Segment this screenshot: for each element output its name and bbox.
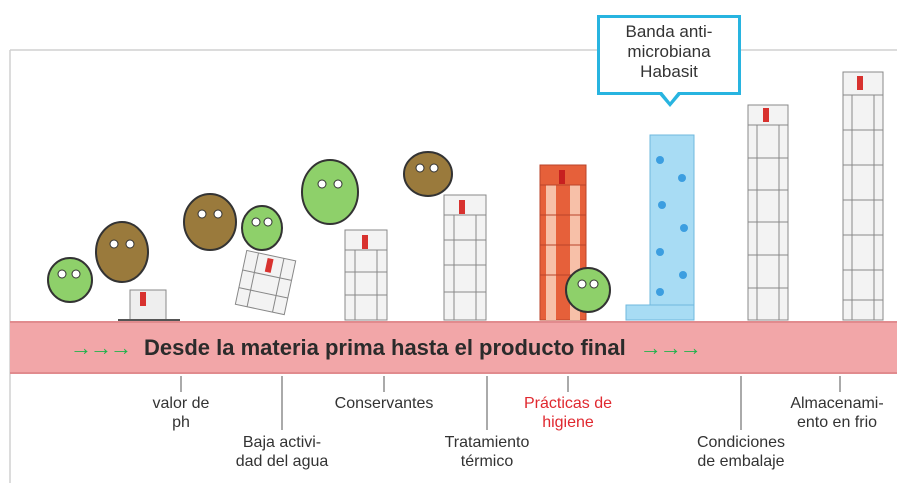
hurdle-cold-storage: [842, 71, 884, 321]
hurdle-antimicrobial-belt: [625, 134, 695, 321]
microbe-5: [301, 159, 359, 225]
process-band: [10, 321, 897, 374]
callout-pointer-inner: [662, 92, 678, 102]
label-thermal-line-1: Tratamiento: [444, 434, 530, 451]
label-water-line-2: dad del agua: [235, 453, 329, 470]
microbe-2: [95, 221, 149, 283]
label-water-line-1: Baja activi-: [242, 434, 322, 451]
hurdle-ph: [118, 289, 180, 321]
callout-line-3: Habasit: [640, 62, 698, 81]
label-ph-line-1: valor de: [152, 395, 210, 412]
hurdle-packaging: [747, 104, 789, 321]
label-hygiene-line-2: higiene: [542, 414, 594, 431]
label-packaging-line-1: Condiciones: [696, 434, 786, 451]
label-packaging: Condiciones de embalaje: [681, 433, 801, 471]
arrows-right-icon: →→→: [639, 335, 702, 360]
microbe-6: [403, 151, 453, 197]
hurdle-preservatives: [344, 229, 388, 321]
microbe-4: [241, 205, 283, 251]
label-preservatives-line-1: Conservantes: [334, 395, 434, 412]
callout-line-2: microbiana: [627, 42, 711, 61]
arrows-left-icon: →→→: [70, 335, 132, 360]
hurdle-water-activity: [234, 249, 297, 316]
label-thermal-line-2: térmico: [460, 453, 514, 470]
label-cold-storage: Almacenami- ento en frio: [780, 394, 894, 432]
label-preservatives: Conservantes: [324, 394, 444, 413]
process-band-text: →→→ Desde la materia prima hasta el prod…: [0, 323, 897, 373]
callout-line-1: Banda anti-: [625, 22, 713, 41]
label-ph: valor de ph: [131, 394, 231, 432]
microbe-1: [47, 257, 93, 303]
hurdle-thermal: [443, 194, 487, 321]
antimicrobial-belt-callout: Banda anti- microbiana Habasit: [597, 15, 741, 95]
label-thermal: Tratamiento térmico: [427, 433, 547, 471]
label-packaging-line-2: de embalaje: [697, 453, 785, 470]
label-storage-line-1: Almacenami-: [790, 395, 884, 412]
label-water-activity: Baja activi- dad del agua: [222, 433, 342, 471]
label-hygiene-line-1: Prácticas de: [523, 395, 613, 412]
microbe-3: [183, 193, 237, 251]
label-storage-line-2: ento en frio: [796, 414, 878, 431]
microbe-7: [565, 267, 611, 313]
band-title: Desde la materia prima hasta el producto…: [144, 335, 626, 360]
label-hygiene: Prácticas de higiene: [508, 394, 628, 432]
label-ph-line-2: ph: [172, 414, 190, 431]
